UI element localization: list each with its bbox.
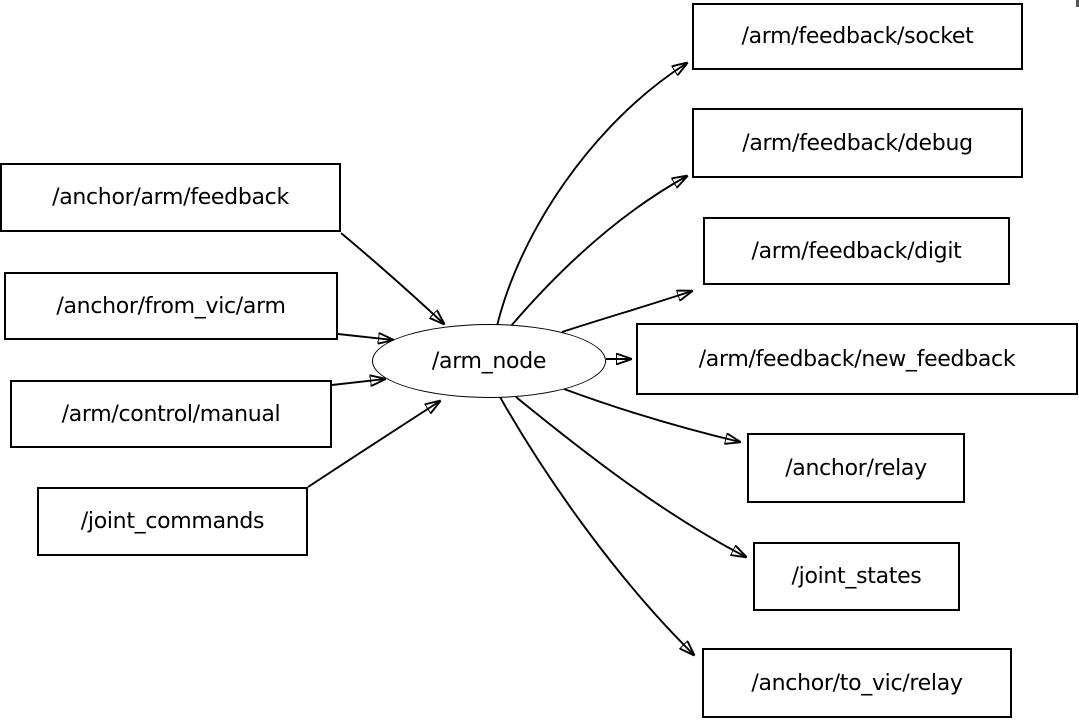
edge-arm-control-manual-to-arm-node: [331, 379, 385, 385]
topic-node-anchor-arm-feedback: /anchor/arm/feedback: [0, 163, 341, 232]
edge-arm-node-to-joint-states: [515, 396, 746, 557]
topic-node-joint-states: /joint_states: [753, 542, 960, 611]
topic-node-anchor-relay: /anchor/relay: [747, 433, 965, 503]
edge-anchor-from-vic-arm-to-arm-node: [337, 334, 393, 340]
topic-node-anchor-to-vic-relay: /anchor/to_vic/relay: [702, 648, 1012, 718]
edge-arm-node-to-arm-feedback-debug: [510, 176, 687, 327]
edge-arm-node-to-arm-feedback-digit: [561, 291, 692, 333]
edge-arm-node-to-anchor-to-vic-relay: [499, 396, 694, 655]
edge-arm-node-to-anchor-relay: [563, 388, 740, 442]
topic-node-arm-control-manual: /arm/control/manual: [10, 380, 332, 448]
edge-joint-commands-to-arm-node: [307, 401, 440, 488]
topic-node-arm-feedback-debug: /arm/feedback/debug: [692, 108, 1023, 178]
topic-node-joint-commands: /joint_commands: [37, 487, 308, 556]
node-arm-node: /arm_node: [372, 324, 606, 398]
topic-node-arm-feedback-digit: /arm/feedback/digit: [703, 217, 1010, 285]
topic-node-arm-feedback-new-feedback: /arm/feedback/new_feedback: [636, 323, 1078, 395]
edge-anchor-arm-feedback-to-arm-node: [340, 232, 444, 324]
edge-arm-node-to-arm-feedback-socket: [496, 63, 687, 327]
topic-node-arm-feedback-socket: /arm/feedback/socket: [692, 3, 1023, 70]
screen-edge-artifact: [1076, 0, 1079, 7]
topic-node-anchor-from-vic-arm: /anchor/from_vic/arm: [4, 272, 338, 340]
